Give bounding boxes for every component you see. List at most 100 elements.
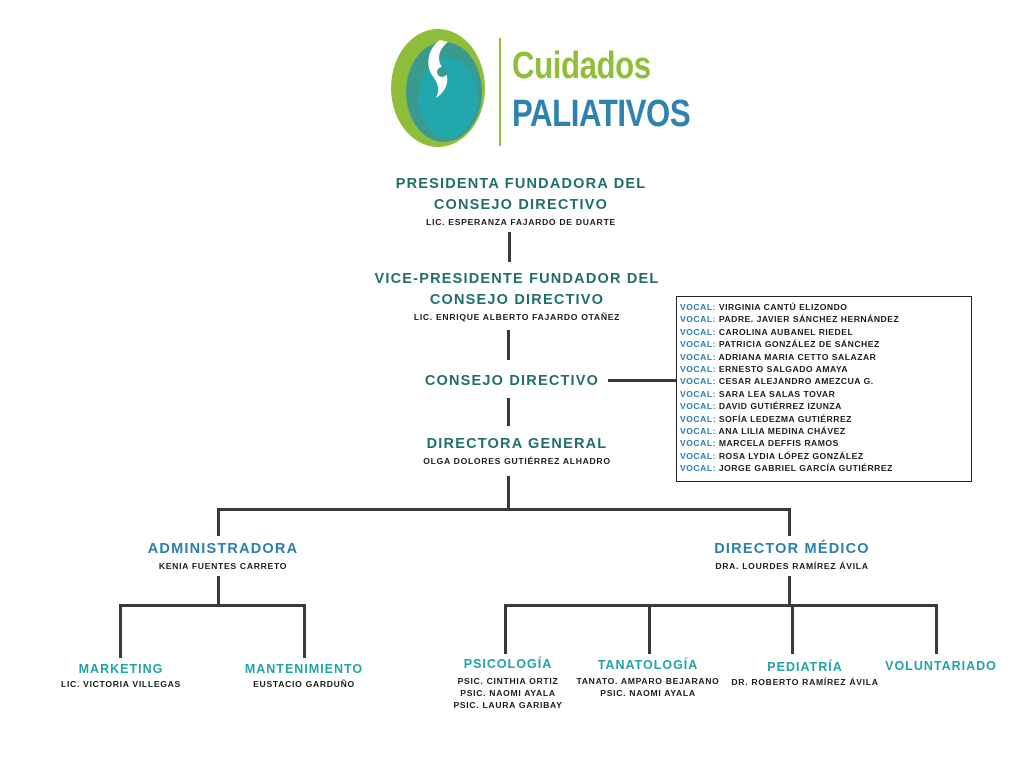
vocal-name: DAVID GUTIÉRREZ IZUNZA	[718, 401, 842, 412]
logo-text-paliativos: PALIATIVOS	[512, 93, 691, 135]
vocal-name: ERNESTO SALGADO AMAYA	[718, 364, 849, 375]
vocal-row: VOCAL: MARCELA DEFFIS RAMOS	[680, 437, 968, 449]
presidenta-node: PRESIDENTA FUNDADORA DEL CONSEJO DIRECTI…	[396, 174, 647, 228]
vocal-name: ANA LILIA MEDINA CHÁVEZ	[718, 426, 846, 437]
vocal-label: VOCAL:	[680, 339, 716, 350]
logo-text-cuidados: Cuidados	[512, 45, 651, 87]
vocal-row: VOCAL: DAVID GUTIÉRREZ IZUNZA	[680, 400, 968, 412]
vocal-row: VOCAL: CESAR ALEJANDRO AMEZCUA G.	[680, 375, 968, 387]
vicepresidente-node: VICE-PRESIDENTE FUNDADOR DEL CONSEJO DIR…	[375, 269, 660, 323]
connector-administradora-down	[217, 576, 220, 606]
vocal-name: SOFÍA LEDEZMA GUTIÉRREZ	[718, 413, 852, 424]
vocal-name: CESAR ALEJANDRO AMEZCUA G.	[718, 376, 874, 387]
directora-name: OLGA DOLORES GUTIÉRREZ ALHADRO	[423, 456, 611, 466]
director-medico-title: DIRECTOR MÉDICO	[714, 541, 870, 557]
vicepresidente-name: LIC. ENRIQUE ALBERTO FAJARDO OTAÑEZ	[413, 312, 621, 322]
vocal-label: VOCAL:	[680, 302, 716, 312]
vocal-label: VOCAL:	[680, 326, 716, 337]
directora-title: DIRECTORA GENERAL	[426, 436, 608, 452]
connector-vice-consejo	[507, 330, 510, 360]
vocal-name: MARCELA DEFFIS RAMOS	[718, 438, 839, 449]
vocal-name: PATRICIA GONZÁLEZ DE SÁNCHEZ	[718, 339, 880, 350]
connector-to-tanatologia	[648, 604, 651, 654]
director-medico-name: DRA. LOURDES RAMÍREZ ÁVILA	[715, 561, 869, 571]
vocal-name: ROSA LYDIA LÓPEZ GONZÁLEZ	[718, 450, 864, 461]
presidenta-title-line1: PRESIDENTA FUNDADORA DEL	[395, 176, 647, 192]
marketing-title: MARKETING	[78, 662, 164, 676]
presidenta-title-line2: CONSEJO DIRECTIVO	[433, 197, 609, 213]
vocal-row: VOCAL: ADRIANA MARIA CETTO SALAZAR	[680, 351, 968, 363]
vocal-name: VIRGINIA CANTÚ ELIZONDO	[718, 302, 848, 312]
director-medico-node: DIRECTOR MÉDICO DRA. LOURDES RAMÍREZ ÁVI…	[714, 539, 870, 572]
vocal-row: VOCAL: ANA LILIA MEDINA CHÁVEZ	[680, 425, 968, 437]
vocal-name: CAROLINA AUBANEL RIEDEL	[718, 326, 854, 337]
vocal-label: VOCAL:	[680, 450, 716, 461]
pediatria-title: PEDIATRÍA	[767, 660, 843, 674]
psicologia-name: PSIC. LAURA GARIBAY	[453, 700, 563, 710]
vocal-row: VOCAL: CAROLINA AUBANEL RIEDEL	[680, 326, 968, 338]
vicepresidente-title-line1: VICE-PRESIDENTE FUNDADOR DEL	[374, 271, 660, 287]
psicologia-node: PSICOLOGÍA PSIC. CINTHIA ORTIZ PSIC. NAO…	[453, 655, 562, 711]
logo: Cuidados PALIATIVOS	[388, 26, 691, 150]
vocal-label: VOCAL:	[680, 426, 716, 437]
vocal-label: VOCAL:	[680, 314, 716, 325]
connector-presidenta-vice	[508, 232, 511, 262]
voluntariado-title: VOLUNTARIADO	[885, 659, 997, 673]
vocal-label: VOCAL:	[680, 364, 716, 375]
logo-divider	[499, 38, 501, 146]
voluntariado-node: VOLUNTARIADO	[885, 657, 997, 675]
connector-to-administradora	[217, 508, 220, 536]
administradora-name: KENIA FUENTES CARRETO	[158, 561, 288, 571]
vocal-label: VOCAL:	[680, 351, 716, 362]
presidenta-name: LIC. ESPERANZA FAJARDO DE DUARTE	[426, 217, 616, 227]
connector-to-mantenimiento	[303, 604, 306, 658]
vocal-label: VOCAL:	[680, 376, 716, 387]
vocales-box: VOCAL: VIRGINIA CANTÚ ELIZONDO VOCAL: PA…	[676, 296, 972, 482]
marketing-node: MARKETING LIC. VICTORIA VILLEGAS	[61, 660, 181, 690]
connector-admin-horizontal	[119, 604, 306, 607]
pediatria-name: DR. ROBERTO RAMÍREZ ÁVILA	[731, 677, 879, 687]
consejo-title: CONSEJO DIRECTIVO	[424, 373, 600, 389]
mantenimiento-name: EUSTACIO GARDUÑO	[253, 679, 355, 689]
pediatria-node: PEDIATRÍA DR. ROBERTO RAMÍREZ ÁVILA	[731, 658, 878, 688]
connector-medico-horizontal	[504, 604, 938, 607]
psicologia-name: PSIC. NAOMI AYALA	[460, 688, 556, 698]
psicologia-name: PSIC. CINTHIA ORTIZ	[457, 676, 559, 686]
vocal-row: VOCAL: JORGE GABRIEL GARCÍA GUTIÉRREZ	[680, 462, 968, 474]
vocal-name: JORGE GABRIEL GARCÍA GUTIÉRREZ	[718, 463, 893, 474]
connector-to-psicologia	[504, 604, 507, 654]
vocal-row: VOCAL: VIRGINIA CANTÚ ELIZONDO	[680, 301, 968, 313]
tanatologia-title: TANATOLOGÍA	[597, 658, 699, 672]
vocal-name: PADRE. JAVIER SÁNCHEZ HERNÁNDEZ	[718, 314, 900, 325]
vocal-label: VOCAL:	[680, 401, 716, 412]
vocal-name: SARA LEA SALAS TOVAR	[718, 388, 836, 399]
vocal-label: VOCAL:	[680, 413, 716, 424]
logo-drop-icon	[391, 29, 485, 147]
psicologia-title: PSICOLOGÍA	[463, 657, 553, 671]
vocal-row: VOCAL: SOFÍA LEDEZMA GUTIÉRREZ	[680, 413, 968, 425]
directora-node: DIRECTORA GENERAL OLGA DOLORES GUTIÉRREZ…	[423, 434, 610, 467]
connector-medico-down	[788, 576, 791, 606]
connector-to-pediatria	[791, 604, 794, 654]
vocal-label: VOCAL:	[680, 438, 716, 449]
marketing-name: LIC. VICTORIA VILLEGAS	[61, 679, 181, 689]
vocal-row: VOCAL: PATRICIA GONZÁLEZ DE SÁNCHEZ	[680, 338, 968, 350]
vocal-name: ADRIANA MARIA CETTO SALAZAR	[718, 351, 877, 362]
connector-consejo-vocales	[608, 379, 676, 382]
connector-consejo-directora	[507, 398, 510, 426]
administradora-node: ADMINISTRADORA KENIA FUENTES CARRETO	[148, 539, 299, 572]
mantenimiento-node: MANTENIMIENTO EUSTACIO GARDUÑO	[245, 660, 363, 690]
connector-to-director-medico	[788, 508, 791, 536]
vocal-label: VOCAL:	[680, 463, 716, 474]
vocal-row: VOCAL: PADRE. JAVIER SÁNCHEZ HERNÁNDEZ	[680, 313, 968, 325]
vocal-row: VOCAL: SARA LEA SALAS TOVAR	[680, 388, 968, 400]
vicepresidente-title-line2: CONSEJO DIRECTIVO	[429, 292, 605, 308]
connector-level2-horizontal	[217, 508, 791, 511]
vocal-row: VOCAL: ERNESTO SALGADO AMAYA	[680, 363, 968, 375]
vocal-label: VOCAL:	[680, 388, 716, 399]
connector-to-voluntariado	[935, 604, 938, 654]
vocal-row: VOCAL: ROSA LYDIA LÓPEZ GONZÁLEZ	[680, 450, 968, 462]
tanatologia-node: TANATOLOGÍA TANATO. AMPARO BEJARANO PSIC…	[576, 656, 719, 699]
tanatologia-name: TANATO. AMPARO BEJARANO	[576, 676, 720, 686]
administradora-title: ADMINISTRADORA	[147, 541, 299, 557]
